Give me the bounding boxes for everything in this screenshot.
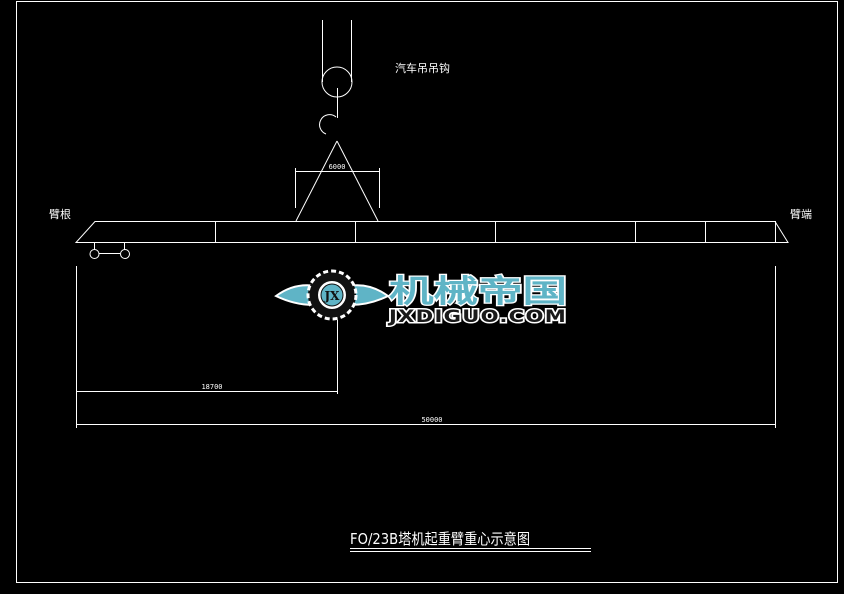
- boom-root-label: 臂根: [49, 207, 71, 221]
- sling: [295, 140, 379, 222]
- hook-label: 汽车吊吊钩: [395, 61, 450, 75]
- emblem-text: JX: [324, 289, 341, 303]
- dimension-lines: [76, 266, 776, 428]
- watermark-logo: JX 机械帝国 JXDIGUO.COM: [274, 269, 568, 329]
- hook-icon: [319, 114, 337, 135]
- total-length-label: 50000: [421, 416, 442, 424]
- wheel-icon: [120, 249, 130, 259]
- crane-hook-assembly: [319, 20, 353, 135]
- sling-width-label: 6000: [329, 163, 346, 171]
- drawing-title: FO/23B塔机起重臂重心示意图: [350, 530, 530, 548]
- logo-english: JXDIGUO.COM: [388, 307, 567, 327]
- wheel-icon: [89, 249, 100, 259]
- sling-dimension: [295, 168, 380, 208]
- boom: [74, 221, 789, 243]
- boom-wheels: [89, 243, 130, 259]
- drawing-border: [16, 1, 838, 583]
- cog-distance-label: 18700: [201, 383, 222, 391]
- logo-chinese: 机械帝国: [389, 274, 567, 310]
- boom-tip-label: 臂端: [790, 208, 812, 221]
- title-underline: [350, 548, 591, 552]
